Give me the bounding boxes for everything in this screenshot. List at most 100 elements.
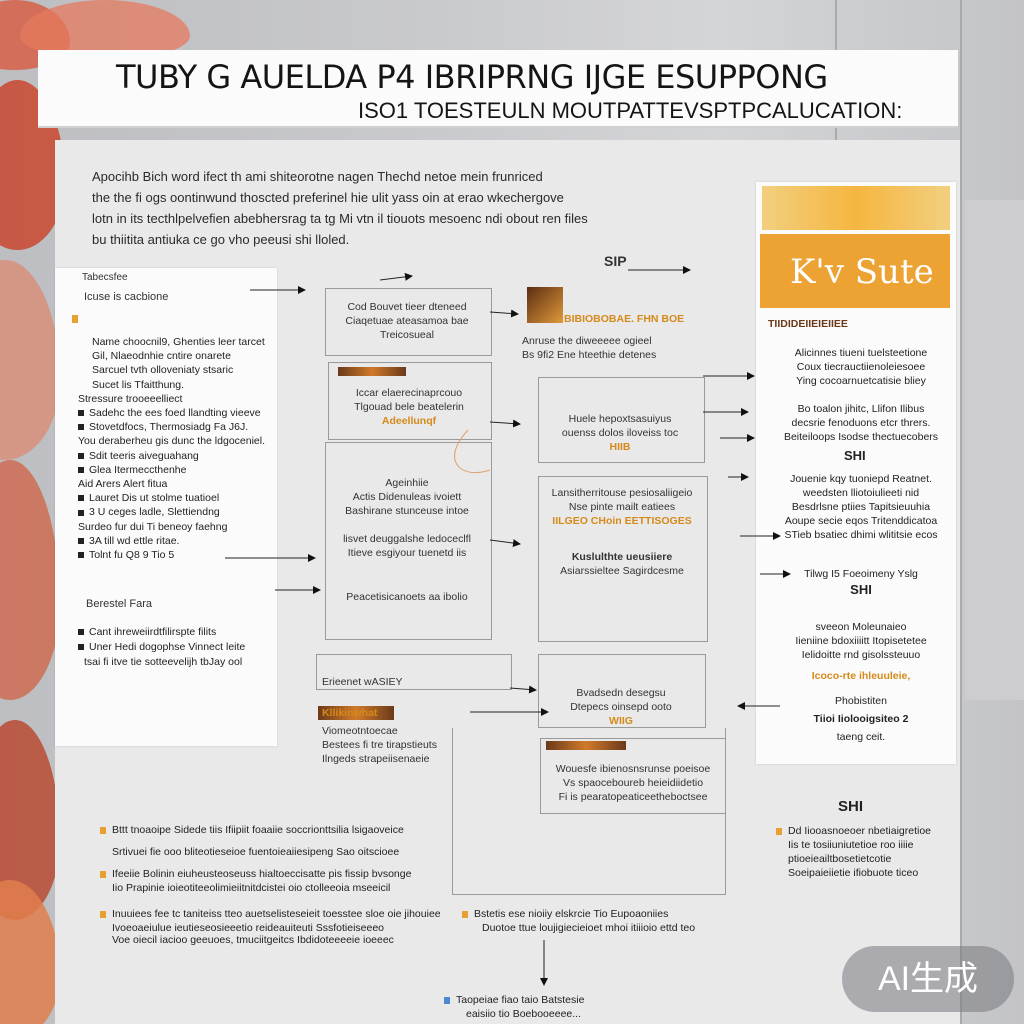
flow-node-3	[328, 362, 492, 440]
footer-note: Taopeiae fiao taio Batstesie	[444, 994, 584, 1006]
bottom-right-tag: SHI	[838, 798, 864, 815]
bottom-note: Srtivuei fie ooo bliteotieseioe fuentoie…	[112, 846, 400, 858]
left-card-line: Tolnt fu Q8 9 Tio 5	[78, 549, 174, 561]
bullet-icon	[78, 410, 84, 417]
flow-node-6	[538, 476, 708, 642]
bottom-mid-note: Bstetis ese nioiiy elskrcie Tio Eupoaoni…	[462, 908, 668, 920]
left-info-card	[55, 268, 277, 746]
left-card-line: You deraberheu gis dunc the ldgoceniel.	[78, 435, 266, 448]
connector-curve	[454, 429, 491, 474]
bottom-mid-note: Duotoe ttue loujigiecieioet mhoi itiiioi…	[482, 922, 696, 934]
right-card-banner: K'v Sute	[760, 234, 950, 308]
left-card-section-title: Berestel Fara	[86, 598, 153, 610]
bullet-icon	[776, 827, 782, 835]
left-card-line: Name choocnil9, Ghenties leer tarcet	[92, 336, 265, 348]
bullet-icon	[78, 452, 84, 459]
footer-note: eaisiio tio Boebooeeee...	[466, 1008, 582, 1020]
bottom-note: Ifeeiie Bolinin eiuheusteoseuss hialtoec…	[100, 868, 411, 880]
left-card-line: Aid Arers Alert fitua	[78, 478, 168, 490]
bullet-icon	[100, 826, 106, 834]
arrow	[489, 419, 521, 428]
intro-line: bu thiitita antiuka ce go vho peeusi shi…	[92, 232, 350, 247]
title-bar: TUBY G AUELDA P4 IBRIPRNG IJGE ESUPPONG …	[38, 50, 958, 128]
bullet-icon	[78, 495, 84, 502]
orange-marker	[72, 315, 78, 323]
bottom-flow-frame	[452, 728, 726, 895]
bullet-icon	[78, 538, 84, 545]
bottom-note: Inuuiees fee tc taniteiss tteo auetselis…	[100, 908, 441, 920]
left-card-heading-top: Tabecsfee	[82, 272, 128, 283]
label-strip	[338, 367, 406, 376]
intro-line: Apocihb Bich word ifect th ami shiteorot…	[92, 169, 543, 184]
arrow	[489, 309, 519, 318]
flow-node-5	[325, 442, 492, 640]
bottom-note: Voe oiecil iacioo geeuoes, tmuciitgeitcs…	[112, 934, 394, 946]
right-card-lines-3: Jouenie kqy tuoniepd Reatnet.weedsten ll…	[784, 473, 938, 541]
arrow	[379, 272, 413, 281]
wall-seam	[960, 0, 962, 1024]
intro-line: lotn in its tecthlpelvefien abebhersrag …	[92, 211, 588, 226]
device-image	[527, 287, 563, 323]
flow-node-1	[325, 288, 492, 356]
left-card-line: Sucet lis Tfaitthung.	[92, 378, 185, 391]
bullet-icon	[78, 644, 84, 651]
left-card-line: 3 U ceges ladle, Slettiendng	[78, 506, 220, 518]
bottom-note: Iio Prapinie ioieotiteeolimieiitnitdcist…	[112, 882, 391, 894]
left-card-line: Sdit teeris aiveguahang	[78, 450, 199, 462]
bullet-icon	[78, 629, 84, 636]
bullet-icon	[78, 509, 84, 516]
left-card-line: Surdeo fur dui Ti beneoy faehng	[78, 520, 228, 533]
flow-node-2-accent: BIBIOBOBAE. FHN BOE	[564, 313, 685, 325]
left-card-heading: Icuse is cacbione	[84, 291, 169, 303]
left-card-line: Stovetdfocs, Thermosiadg Fa J6J.	[78, 421, 248, 433]
left-card-line: Sadehc the ees foed llandting vieeve	[78, 407, 261, 419]
left-card-line: Glea Itermeccthenhe	[78, 464, 186, 476]
left-card-line: Sarcuel tvth olloveniaty stsaric	[92, 364, 234, 377]
flow-node-8-title: Erieenet wASIEY	[322, 676, 403, 688]
product-image	[762, 186, 950, 230]
bullet-icon	[78, 467, 84, 474]
bottom-right-notes: Dd Iiooasnoeoer nbetiaigretioe Iis te to…	[776, 824, 931, 880]
intro-line: the the fi ogs oontinwund thoscted prefe…	[92, 190, 564, 205]
page-subtitle: ISO1 TOESTEULN MOUTPATTEVSPTPCALUCATION:	[358, 98, 903, 123]
label-strip	[318, 706, 394, 720]
label-strip	[546, 741, 626, 750]
bullet-icon	[444, 996, 450, 1004]
bottom-note: Ivoeoaeiulue ieutieseosieeetio reideauit…	[112, 922, 385, 934]
bullet-icon	[78, 552, 84, 559]
right-card-accent: Icoco-rte ihleuuleie,	[811, 670, 911, 682]
bottom-note: Bttt tnoaoipe Sidede tiis Ifiipiit foaai…	[100, 824, 404, 836]
left-card-section-line: Uner Hedi dogophse Vinnect leite	[78, 641, 245, 653]
flow-node-8-accent: Kllikinwhat	[322, 707, 378, 719]
flow-node-4	[538, 377, 705, 463]
flow-top-label: SIP	[604, 253, 627, 269]
flow-node-9	[538, 654, 706, 728]
bullet-icon	[462, 910, 468, 918]
bullet-icon	[78, 424, 84, 431]
ai-generated-badge: AI生成	[842, 946, 1014, 1012]
page-title: TUBY G AUELDA P4 IBRIPRNG IJGE ESUPPONG	[116, 58, 828, 96]
arrow	[489, 539, 521, 548]
flow-node-8-header	[316, 654, 512, 690]
right-card-tag: SHI	[844, 448, 866, 463]
left-card-line: Gil, Nlaeodnhie cntire onarete	[92, 350, 231, 363]
background-panel	[965, 200, 1024, 700]
left-card-section-line: Cant ihreweiirdtfilirspte filits	[78, 626, 216, 638]
left-card-line: Stressure trooeeelliect	[78, 392, 183, 405]
